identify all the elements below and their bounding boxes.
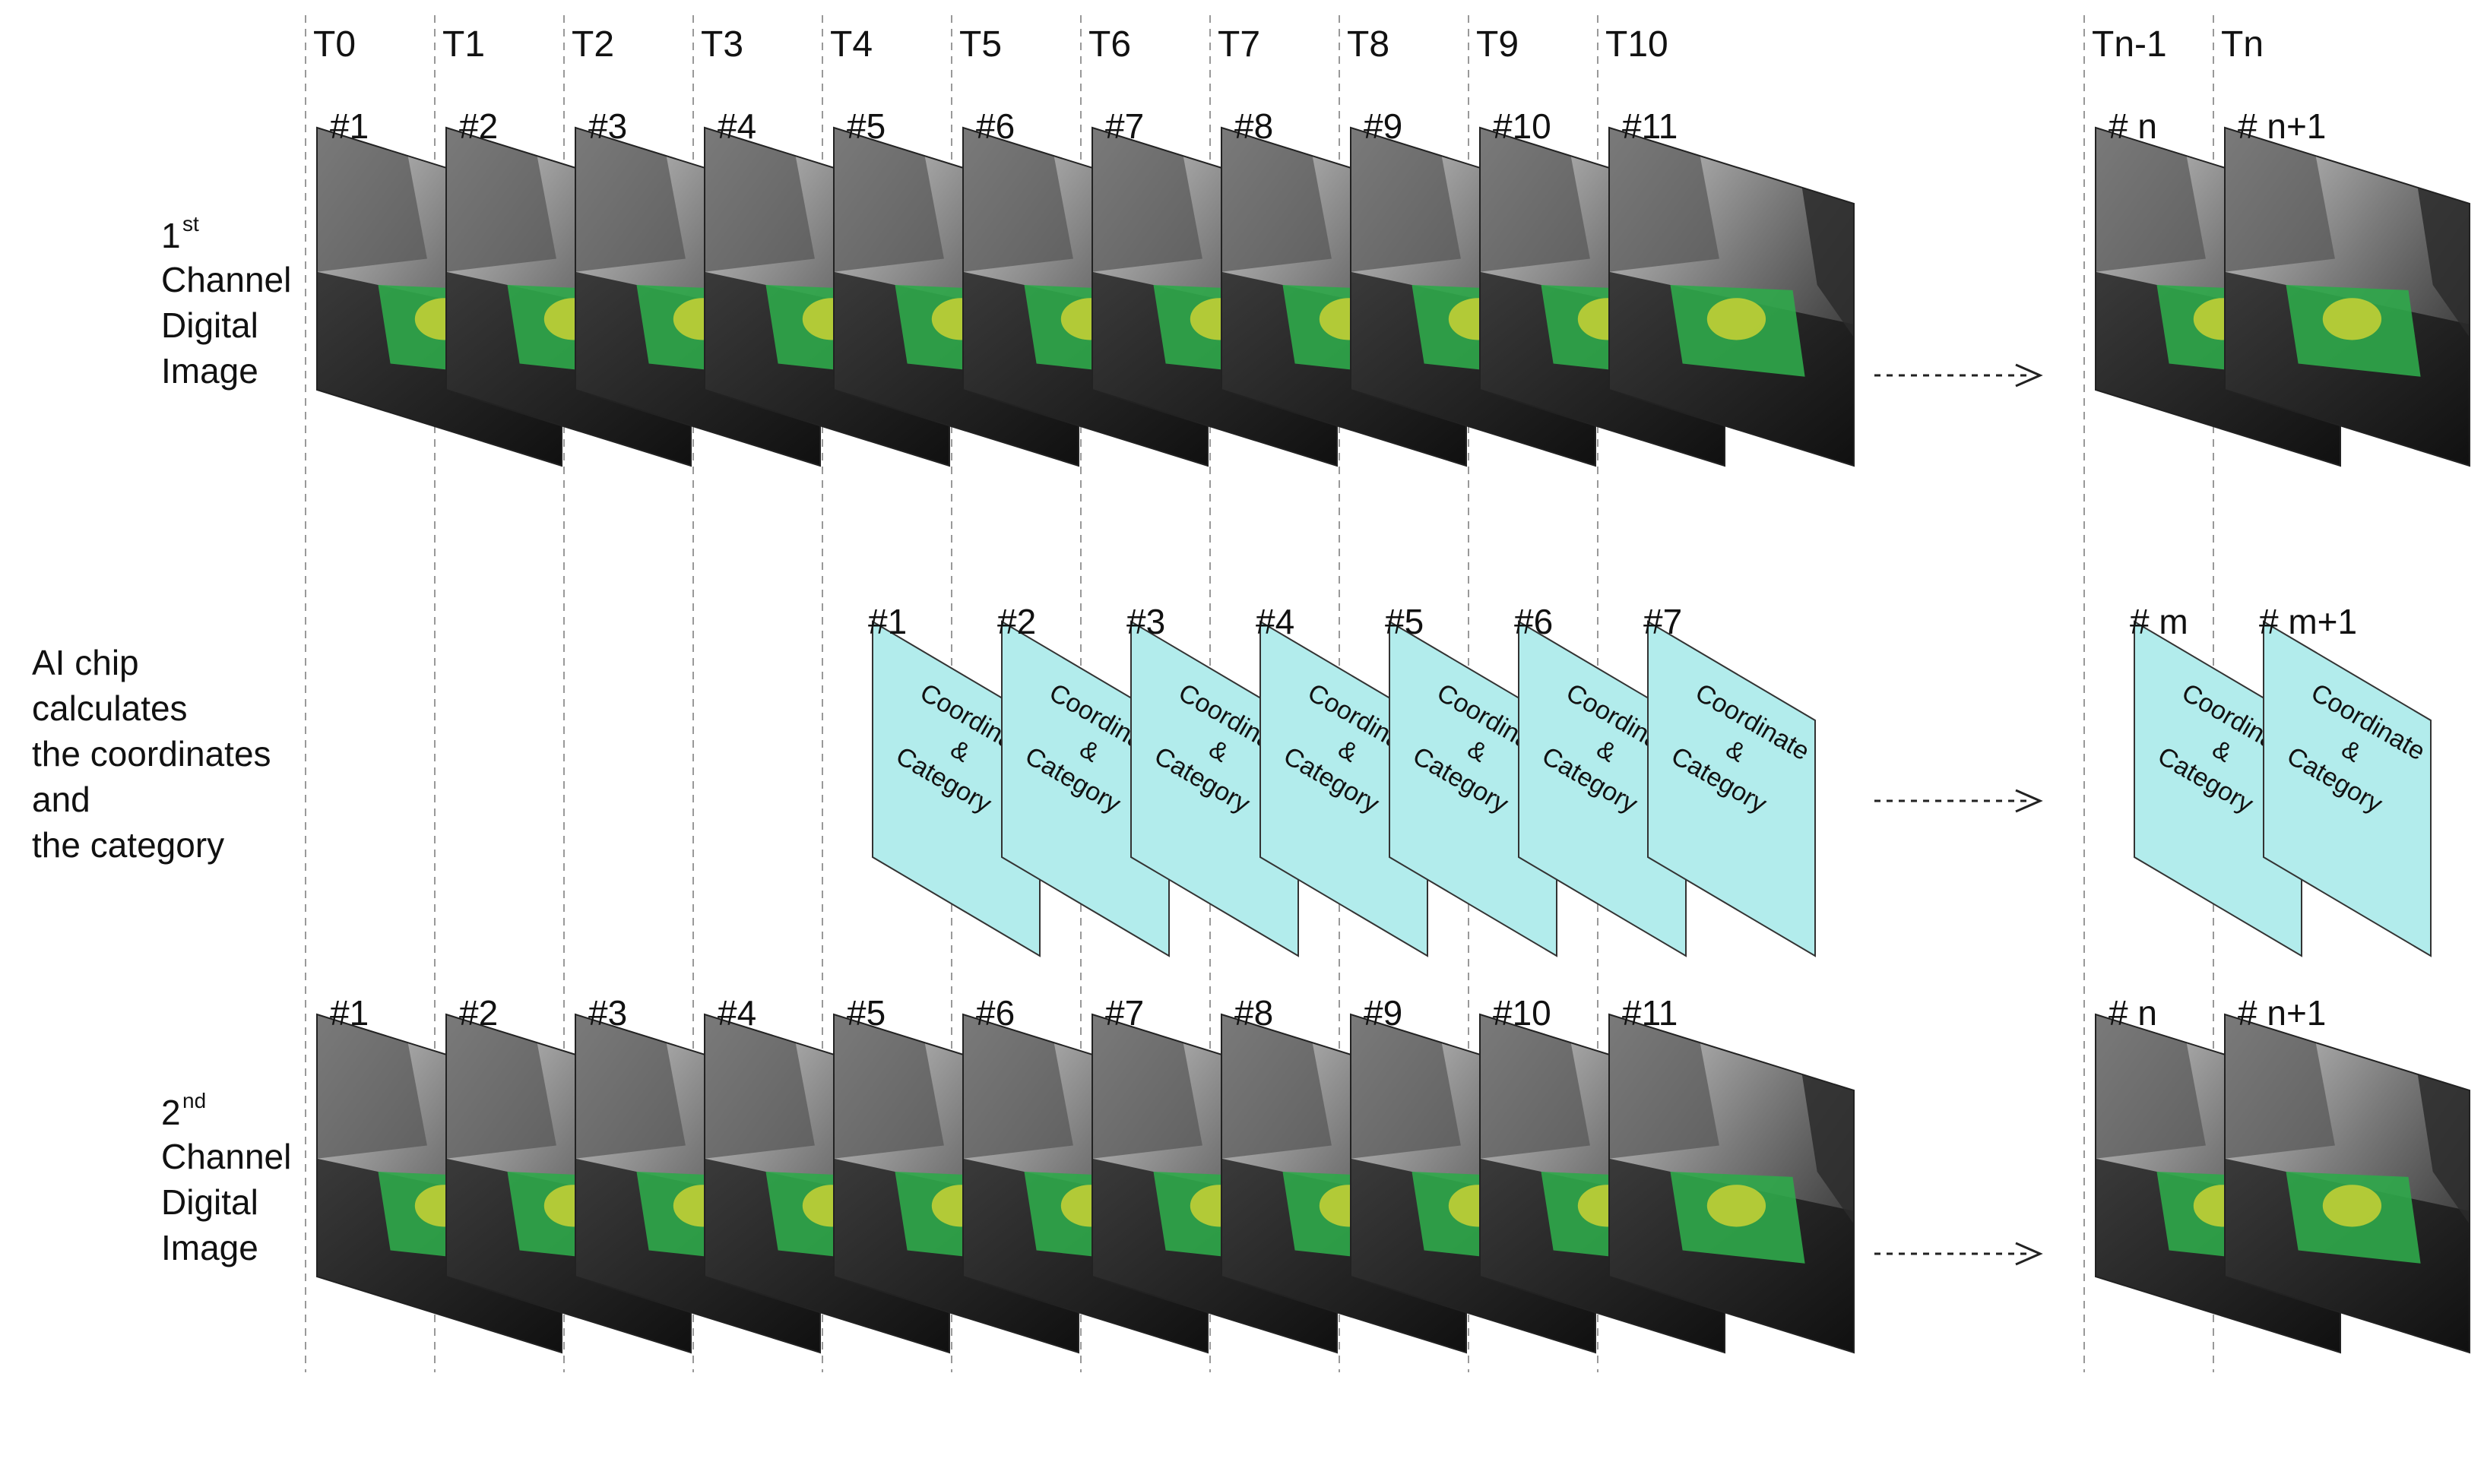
row-label-line: Channel	[161, 1137, 291, 1176]
time-label: T8	[1347, 24, 1389, 65]
row-label-line: Digital	[161, 1182, 258, 1222]
arrow-head	[2015, 363, 2043, 388]
frame-number-label: #2	[459, 993, 498, 1033]
frame-number-label: #4	[718, 106, 756, 146]
time-label: T2	[572, 24, 614, 65]
result-panel: Coordinate&Category	[2263, 620, 2432, 957]
frame-number-label: #5	[847, 993, 886, 1033]
frame-number-label: #6	[976, 993, 1015, 1033]
frame-number-label: #1	[330, 106, 369, 146]
frame-number-label: #5	[847, 106, 886, 146]
time-label: T5	[959, 24, 1002, 65]
time-label: T7	[1218, 24, 1260, 65]
ai-label-line: AI chip	[32, 643, 139, 682]
frame-number-label: #11	[1622, 106, 1678, 146]
result-panel: Coordinate&Category	[1389, 620, 1557, 957]
frame-number-label: #10	[1493, 993, 1551, 1033]
row-label-ordinal: 2	[161, 1093, 181, 1132]
frame-number-label: #3	[588, 106, 627, 146]
time-label: T10	[1605, 24, 1668, 65]
result-number-label: #7	[1643, 602, 1682, 641]
frame-number-label: # n+1	[2238, 993, 2326, 1033]
time-label: T3	[701, 24, 743, 65]
time-label: T6	[1088, 24, 1131, 65]
arrow-head	[2015, 1242, 2043, 1266]
result-number-label: # m+1	[2259, 602, 2357, 641]
frame-number-label: # n	[2109, 993, 2157, 1033]
time-label: T4	[830, 24, 873, 65]
ai-label-line: the category	[32, 825, 224, 865]
frame-number-label: #8	[1234, 106, 1273, 146]
time-label: T0	[313, 24, 356, 65]
frame-number-label: #10	[1493, 106, 1551, 146]
frame-number-label: #6	[976, 106, 1015, 146]
frame-number-label: #8	[1234, 993, 1273, 1033]
frame-number-label: #9	[1364, 993, 1402, 1033]
frame-number-label: #9	[1364, 106, 1402, 146]
result-number-label: #4	[1256, 602, 1294, 641]
time-label: Tn-1	[2092, 24, 2167, 65]
frame-number-label: # n	[2109, 106, 2157, 146]
result-number-label: #6	[1514, 602, 1553, 641]
time-label: T1	[442, 24, 485, 65]
row-label-line: Channel	[161, 260, 291, 299]
ai-label-line: and	[32, 780, 90, 819]
row-label-line: Image	[161, 351, 258, 391]
time-label: Tn	[2221, 24, 2264, 65]
result-panel: Coordinate&Category	[1647, 620, 1816, 957]
row-label-line: Image	[161, 1228, 258, 1267]
ai-label-line: the coordinates	[32, 734, 271, 774]
frame-number-label: #3	[588, 993, 627, 1033]
result-panel: Coordinate&Category	[1259, 620, 1428, 957]
frame-number-label: #4	[718, 993, 756, 1033]
row-label-superscript: st	[182, 212, 199, 236]
time-label: T9	[1476, 24, 1519, 65]
frame-number-label: # n+1	[2238, 106, 2326, 146]
result-number-label: # m	[2130, 602, 2188, 641]
row-label-superscript: nd	[182, 1089, 206, 1112]
arrow-head	[2015, 789, 2043, 813]
result-number-label: #5	[1385, 602, 1424, 641]
frame-number-label: #2	[459, 106, 498, 146]
result-number-label: #2	[997, 602, 1036, 641]
row-label-line: Digital	[161, 305, 258, 345]
result-panel: Coordinate&Category	[1130, 620, 1299, 957]
row-label-ordinal: 1	[161, 216, 181, 255]
result-number-label: #1	[868, 602, 907, 641]
frame-number-label: #1	[330, 993, 369, 1033]
frame-number-label: #7	[1105, 993, 1144, 1033]
frame-number-label: #7	[1105, 106, 1144, 146]
ai-label-line: calculates	[32, 688, 188, 728]
result-number-label: #3	[1126, 602, 1165, 641]
frame-number-label: #11	[1622, 993, 1678, 1033]
